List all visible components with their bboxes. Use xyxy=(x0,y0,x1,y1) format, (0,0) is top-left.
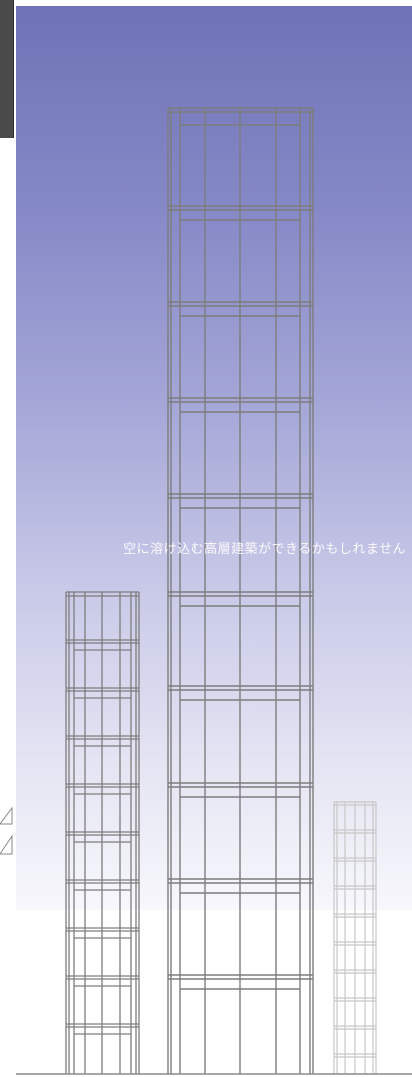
sky-gradient-background xyxy=(16,6,412,910)
side-panel-tab[interactable] xyxy=(0,0,14,138)
caption-text: 空に溶け込む高層建築ができるかもしれません xyxy=(123,542,406,557)
partial-building-edge-icon xyxy=(0,806,13,855)
